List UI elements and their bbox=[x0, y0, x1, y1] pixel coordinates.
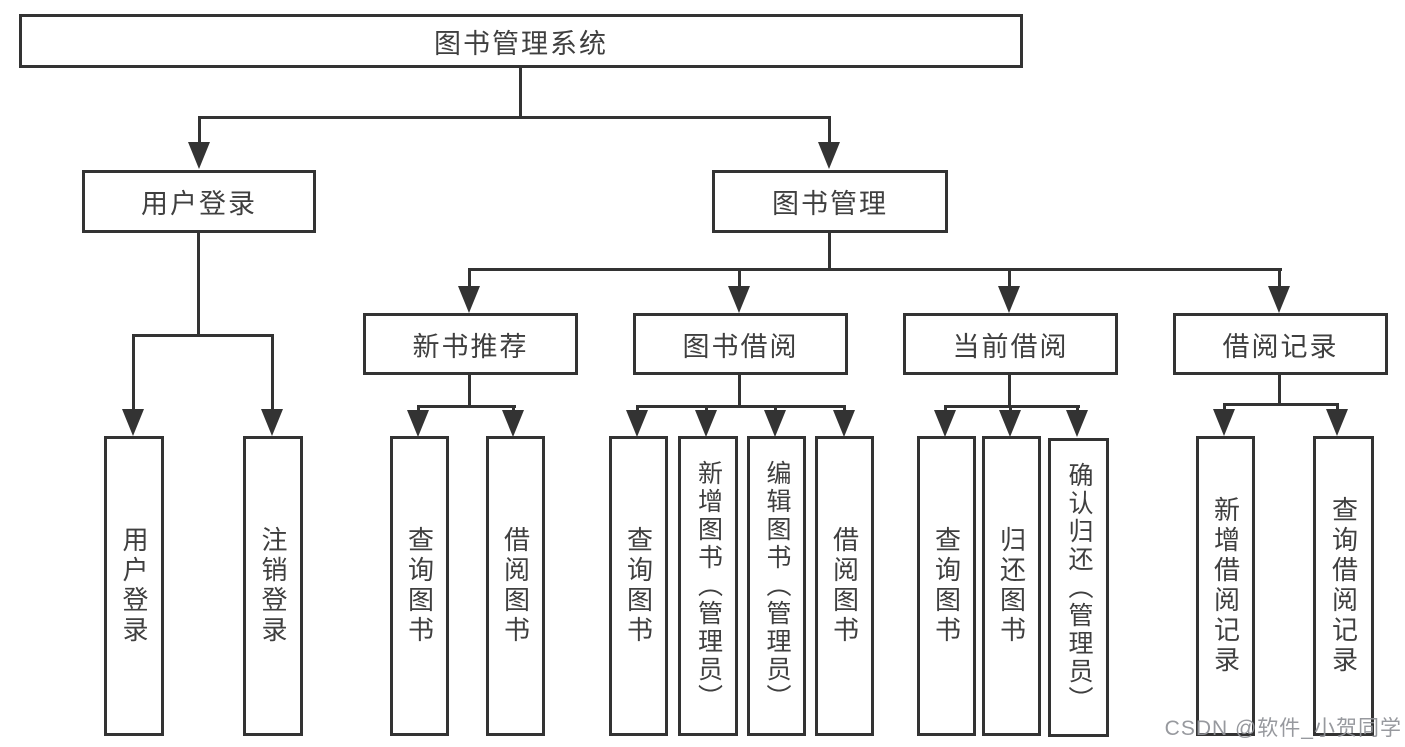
node-root-label: 图书管理系统 bbox=[434, 28, 608, 59]
connector-line bbox=[1224, 403, 1339, 406]
node-current-borrowing: 当前借阅 bbox=[903, 313, 1118, 375]
connector-line bbox=[738, 375, 741, 408]
leaf-logout-label: 注销登录 bbox=[258, 526, 288, 646]
leaf-newbook-query-books: 查询图书 bbox=[390, 436, 449, 736]
leaf-borrowing-borrow-books-label: 借阅图书 bbox=[829, 526, 860, 646]
connector-line bbox=[271, 334, 274, 412]
leaf-current-query-books: 查询图书 bbox=[917, 436, 976, 736]
connector-line bbox=[468, 268, 471, 289]
arrow-down-icon bbox=[1268, 286, 1290, 313]
leaf-newbook-borrow-books-label: 借阅图书 bbox=[500, 526, 531, 646]
connector-line bbox=[828, 116, 831, 146]
arrow-down-icon bbox=[261, 409, 283, 436]
arrow-down-icon bbox=[999, 410, 1021, 437]
connector-line bbox=[636, 405, 639, 414]
leaf-current-confirm-return-admin: 确认归还（管理员） bbox=[1048, 438, 1109, 737]
arrow-down-icon bbox=[122, 409, 144, 436]
leaf-borrowing-query-books-label: 查询图书 bbox=[623, 526, 654, 646]
connector-line bbox=[1336, 403, 1339, 412]
leaf-records-query-record: 查询借阅记录 bbox=[1313, 436, 1374, 736]
leaf-current-confirm-return-admin-label: 确认归还（管理员） bbox=[1065, 461, 1093, 714]
connector-line bbox=[468, 375, 471, 408]
arrow-down-icon bbox=[407, 410, 429, 437]
connector-line bbox=[1008, 375, 1011, 408]
leaf-user-login: 用户登录 bbox=[104, 436, 164, 736]
arrow-down-icon bbox=[1213, 409, 1235, 436]
connector-line bbox=[828, 232, 831, 271]
node-borrowing-records: 借阅记录 bbox=[1173, 313, 1388, 375]
node-book-management-label: 图书管理 bbox=[772, 189, 888, 219]
connector-line bbox=[843, 405, 846, 414]
node-new-book-recommend: 新书推荐 bbox=[363, 313, 578, 375]
node-borrowing-records-label: 借阅记录 bbox=[1222, 331, 1339, 362]
leaf-logout: 注销登录 bbox=[243, 436, 303, 736]
csdn-watermark: CSDN @软件_小贺同学 bbox=[1164, 717, 1402, 740]
connector-line bbox=[1278, 268, 1281, 289]
leaf-user-login-label: 用户登录 bbox=[119, 526, 149, 646]
arrow-down-icon bbox=[626, 410, 648, 437]
node-book-borrowing-label: 图书借阅 bbox=[682, 331, 799, 362]
arrow-down-icon bbox=[998, 286, 1020, 313]
arrow-down-icon bbox=[188, 142, 210, 169]
arrow-down-icon bbox=[934, 410, 956, 437]
node-current-borrowing-label: 当前借阅 bbox=[952, 331, 1069, 362]
leaf-newbook-query-books-label: 查询图书 bbox=[404, 526, 435, 646]
leaf-borrowing-edit-books-admin-label: 编辑图书（管理员） bbox=[763, 460, 791, 712]
arrow-down-icon bbox=[502, 410, 524, 437]
arrow-down-icon bbox=[764, 410, 786, 437]
connector-line bbox=[198, 116, 201, 146]
node-book-management: 图书管理 bbox=[712, 170, 948, 233]
connector-line bbox=[1223, 403, 1226, 412]
connector-line bbox=[944, 405, 947, 414]
leaf-current-return-books: 归还图书 bbox=[982, 436, 1041, 736]
arrow-down-icon bbox=[1326, 409, 1348, 436]
arrow-down-icon bbox=[1066, 410, 1088, 437]
connector-line bbox=[637, 405, 846, 408]
arrow-down-icon bbox=[458, 286, 480, 313]
leaf-borrowing-add-books-admin-label: 新增图书（管理员） bbox=[694, 460, 723, 712]
connector-line bbox=[1278, 375, 1281, 406]
connector-line bbox=[418, 405, 516, 408]
node-user-login: 用户登录 bbox=[82, 170, 316, 233]
leaf-records-add-record-label: 新增借阅记录 bbox=[1210, 496, 1241, 676]
arrow-down-icon bbox=[818, 142, 840, 169]
connector-line bbox=[133, 334, 274, 337]
leaf-borrowing-edit-books-admin: 编辑图书（管理员） bbox=[747, 436, 806, 736]
leaf-records-query-record-label: 查询借阅记录 bbox=[1328, 496, 1359, 676]
arrow-down-icon bbox=[833, 410, 855, 437]
node-book-borrowing: 图书借阅 bbox=[633, 313, 848, 375]
connector-line bbox=[1009, 405, 1012, 414]
arrow-down-icon bbox=[695, 410, 717, 437]
node-root: 图书管理系统 bbox=[19, 14, 1023, 68]
leaf-borrowing-borrow-books: 借阅图书 bbox=[815, 436, 874, 736]
connector-line bbox=[469, 268, 1282, 271]
connector-line bbox=[197, 232, 200, 337]
connector-line bbox=[1008, 268, 1011, 289]
connector-line bbox=[519, 66, 522, 118]
node-user-login-label: 用户登录 bbox=[141, 189, 257, 219]
connector-line bbox=[1076, 405, 1079, 414]
leaf-newbook-borrow-books: 借阅图书 bbox=[486, 436, 545, 736]
leaf-records-add-record: 新增借阅记录 bbox=[1196, 436, 1255, 736]
leaf-current-return-books-label: 归还图书 bbox=[996, 526, 1027, 646]
leaf-current-query-books-label: 查询图书 bbox=[931, 526, 962, 646]
connector-line bbox=[132, 334, 135, 412]
connector-line bbox=[738, 268, 741, 289]
leaf-borrowing-add-books-admin: 新增图书（管理员） bbox=[678, 436, 738, 736]
leaf-borrowing-query-books: 查询图书 bbox=[609, 436, 668, 736]
connector-line bbox=[417, 405, 420, 414]
connector-line bbox=[774, 405, 777, 414]
connector-line bbox=[945, 405, 1080, 408]
node-new-book-recommend-label: 新书推荐 bbox=[412, 331, 529, 362]
connector-line bbox=[512, 405, 515, 414]
connector-line bbox=[705, 405, 708, 414]
arrow-down-icon bbox=[728, 286, 750, 313]
connector-line bbox=[198, 116, 831, 119]
